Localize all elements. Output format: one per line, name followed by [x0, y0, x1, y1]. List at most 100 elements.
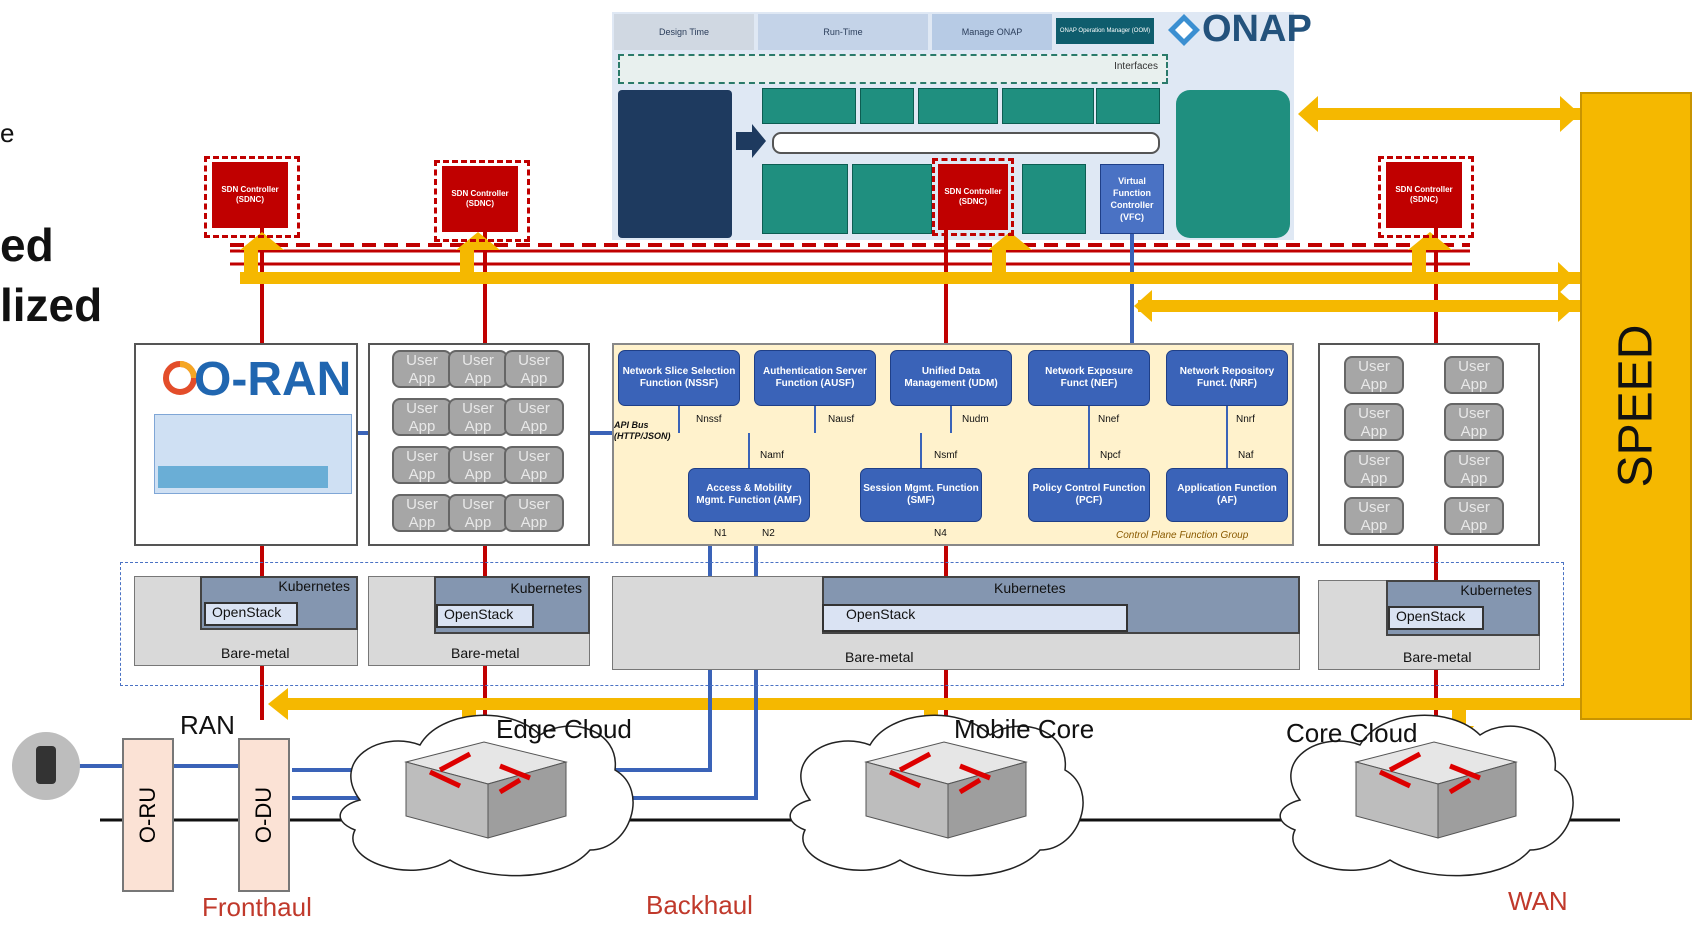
edge-user-app[interactable]: User App: [504, 398, 564, 436]
iface-npcf: Npcf: [1100, 450, 1121, 461]
oran-logo-icon: [163, 361, 197, 395]
onap-logo: ONAP: [1166, 8, 1312, 50]
oran-arch-mini-2: [158, 466, 328, 488]
vfc[interactable]: Virtual Function Controller (VFC): [1100, 164, 1164, 234]
infra1-k8s-label: Kubernetes: [278, 578, 350, 594]
infra2-openstack: OpenStack: [436, 604, 534, 628]
speed-bar: SPEED: [1580, 92, 1692, 720]
sdnc-dash-2: [434, 160, 530, 242]
infra4-baremetal-label: Bare-metal: [1403, 649, 1472, 665]
onap-data-bus: [772, 132, 1160, 154]
edge-user-app[interactable]: User App: [392, 494, 452, 532]
infra2-baremetal-label: Bare-metal: [451, 645, 520, 661]
onap-design-block: [618, 90, 732, 238]
edge-user-app[interactable]: User App: [392, 398, 452, 436]
iface-nnrf: Nnrf: [1236, 414, 1255, 425]
sdnc-4[interactable]: SDN Controller (SDNC): [1386, 162, 1462, 228]
left-text-2: ed: [0, 219, 54, 271]
switch-icon-2: [864, 741, 1028, 839]
iface-n2: N2: [762, 528, 775, 539]
nf-smf[interactable]: Session Mgmt. Function (SMF): [860, 468, 982, 522]
iface-nnssf: Nnssf: [696, 414, 722, 425]
onap-manage-block: [1176, 90, 1290, 238]
sdnc-2[interactable]: SDN Controller (SDNC): [442, 166, 518, 232]
onap-tab-runtime[interactable]: Run-Time: [758, 14, 928, 50]
switch-icon-1: [404, 741, 568, 839]
sdnc-dash-4: [1378, 156, 1474, 238]
onap-interfaces-label: Interfaces: [1114, 61, 1158, 72]
iface-n1: N1: [714, 528, 727, 539]
iface-n4: N4: [934, 528, 947, 539]
core-user-app[interactable]: User App: [1344, 497, 1404, 535]
iface-api-bus: API Bus (HTTP/JSON): [614, 420, 671, 441]
infra3-k8s-label: Kubernetes: [994, 580, 1066, 596]
nf-nrf[interactable]: Network Repository Funct. (NRF): [1166, 350, 1288, 406]
onap-runtime-1: [762, 88, 856, 124]
edge-user-app[interactable]: User App: [448, 494, 508, 532]
edge-user-app[interactable]: User App: [448, 350, 508, 388]
infra1-openstack: OpenStack: [204, 602, 298, 626]
sdnc-dash-3: [932, 158, 1014, 236]
onap-runtime-4: [1002, 88, 1094, 124]
onap-runtime-7: [852, 164, 932, 234]
odu-label: O-DU: [251, 786, 276, 844]
sdnc-3[interactable]: SDN Controller (SDNC): [938, 164, 1008, 230]
label-backhaul: Backhaul: [646, 890, 753, 920]
label-ran: RAN: [180, 710, 235, 740]
nf-udm[interactable]: Unified Data Management (UDM): [890, 350, 1012, 406]
infra4-k8s-label: Kubernetes: [1460, 582, 1532, 598]
sdnc-1[interactable]: SDN Controller (SDNC): [212, 162, 288, 228]
nf-af[interactable]: Application Function (AF): [1166, 468, 1288, 522]
infra3-openstack: OpenStack: [822, 604, 1128, 632]
core-user-app[interactable]: User App: [1344, 450, 1404, 488]
iface-naf: Naf: [1238, 450, 1254, 461]
core-user-app[interactable]: User App: [1444, 497, 1504, 535]
nf-ausf[interactable]: Authentication Server Function (AUSF): [754, 350, 876, 406]
nf-pcf[interactable]: Policy Control Function (PCF): [1028, 468, 1150, 522]
iface-nsmf: Nsmf: [934, 450, 958, 461]
edge-user-app[interactable]: User App: [504, 494, 564, 532]
onap-tab-design[interactable]: Design Time: [614, 14, 754, 50]
oru-box: O-RU: [122, 738, 174, 892]
label-wan: WAN: [1508, 886, 1568, 916]
nf-nssf[interactable]: Network Slice Selection Function (NSSF): [618, 350, 740, 406]
onap-tab-manage[interactable]: Manage ONAP: [932, 14, 1052, 50]
infra4-openstack: OpenStack: [1388, 606, 1484, 630]
onap-interfaces-bar: Interfaces: [618, 54, 1168, 84]
core-user-app[interactable]: User App: [1444, 356, 1504, 394]
edge-user-app[interactable]: User App: [504, 350, 564, 388]
core-user-app[interactable]: User App: [1444, 403, 1504, 441]
onap-runtime-8: [1022, 164, 1086, 234]
edge-user-app[interactable]: User App: [392, 446, 452, 484]
onap-arrow: [736, 124, 766, 158]
oran-logo-text: O-RAN: [194, 353, 352, 406]
core-user-app[interactable]: User App: [1344, 403, 1404, 441]
core-user-app[interactable]: User App: [1444, 450, 1504, 488]
onap-logo-text: ONAP: [1202, 8, 1312, 50]
oru-label: O-RU: [135, 786, 160, 844]
iface-nudm: Nudm: [962, 414, 989, 425]
core-user-app[interactable]: User App: [1344, 356, 1404, 394]
onap-logo-icon: [1168, 14, 1200, 46]
edge-user-app[interactable]: User App: [448, 398, 508, 436]
cp-group-label: Control Plane Function Group: [1116, 530, 1249, 541]
iface-namf: Namf: [760, 450, 784, 461]
nf-amf[interactable]: Access & Mobility Mgmt. Function (AMF): [688, 468, 810, 522]
onap-tab-oom[interactable]: ONAP Operation Manager (OOM): [1056, 18, 1154, 44]
phone-icon: [12, 732, 80, 800]
left-text-1: e: [0, 118, 15, 148]
switch-icon-3: [1354, 741, 1518, 839]
edge-user-app[interactable]: User App: [504, 446, 564, 484]
nf-nef[interactable]: Network Exposure Funct (NEF): [1028, 350, 1150, 406]
label-edge-cloud: Edge Cloud: [496, 714, 632, 744]
iface-nausf: Nausf: [828, 414, 855, 425]
edge-user-app[interactable]: User App: [448, 446, 508, 484]
infra3-baremetal-label: Bare-metal: [845, 649, 914, 665]
label-fronthaul: Fronthaul: [202, 892, 312, 922]
onap-runtime-3: [918, 88, 998, 124]
iface-nnef: Nnef: [1098, 414, 1120, 425]
label-mobile-core: Mobile Core: [954, 714, 1095, 744]
infra-container: [120, 562, 1564, 686]
